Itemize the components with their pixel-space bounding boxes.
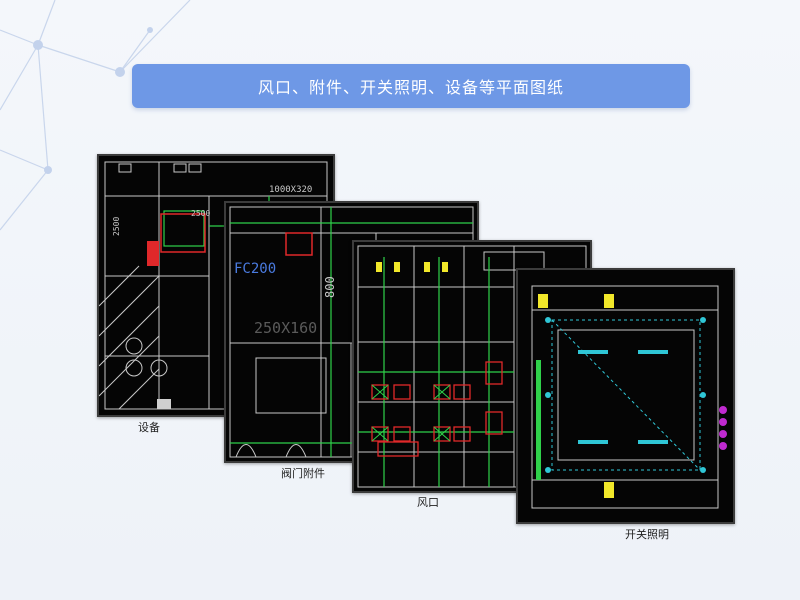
dim-label: FC200 [234, 261, 276, 277]
cad-drawing-air-outlet [357, 245, 587, 488]
page-title: 风口、附件、开关照明、设备等平面图纸 [257, 78, 564, 97]
caption-equipment: 设备 [138, 421, 160, 434]
drawing-switch-lighting [516, 268, 735, 524]
dim-label: 2500 [112, 217, 121, 236]
page-title-banner: 风口、附件、开关照明、设备等平面图纸 [132, 64, 690, 108]
dim-label: 800 [323, 276, 337, 298]
caption-switch-lighting: 开关照明 [625, 528, 669, 541]
dim-label: 2500 [191, 209, 210, 218]
cad-drawing-switch-lighting [531, 285, 727, 509]
caption-air-outlet: 风口 [417, 496, 439, 509]
dim-label: 1000X320 [269, 185, 312, 195]
caption-valve-accessories: 阀门附件 [281, 467, 325, 480]
dim-label: 250X160 [254, 319, 317, 337]
